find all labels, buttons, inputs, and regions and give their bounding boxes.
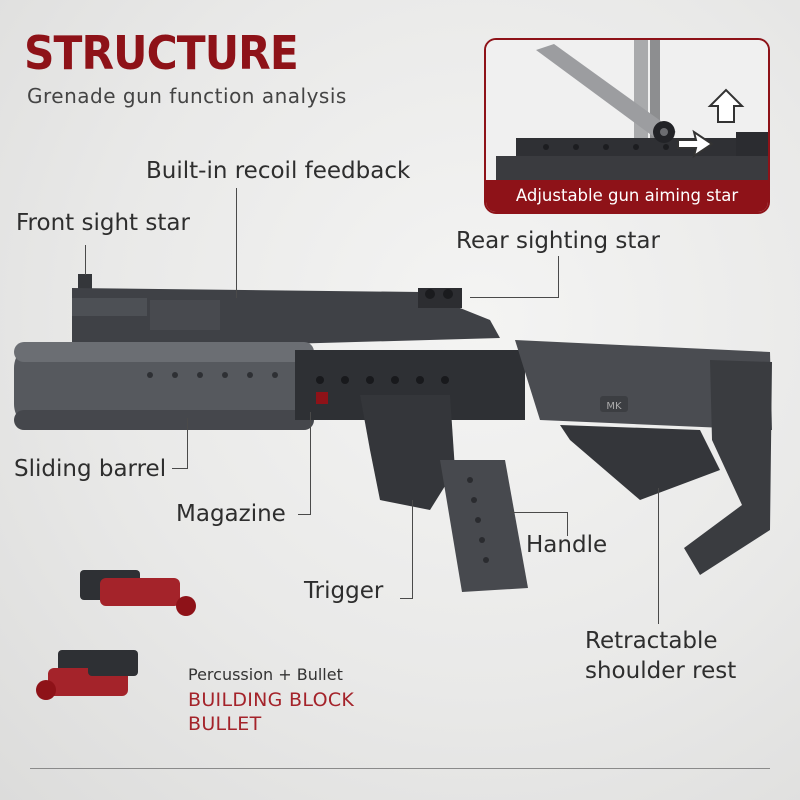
bullet-title: BUILDING BLOCK BULLET [188,688,354,736]
bullet-part-bottom [36,650,138,700]
shoulder-rest [684,360,772,575]
label-handle: Handle [526,532,608,558]
bullet-title-line2: BULLET [188,713,262,735]
bottom-divider [30,768,770,769]
page-subtitle: Grenade gun function analysis [27,84,347,108]
label-sliding-barrel: Sliding barrel [14,456,167,482]
rear-sight [418,288,462,308]
sliding-barrel [14,342,314,430]
left-arrow-icon [677,129,714,159]
stock-badge: MK [606,401,622,412]
label-recoil-feedback: Built-in recoil feedback [146,158,411,184]
label-trigger: Trigger [304,578,384,604]
label-magazine: Magazine [176,501,286,527]
aiming-star-inset: Adjustable gun aiming star [484,38,770,214]
bullet-subtitle: Percussion + Bullet [188,665,343,684]
magazine [440,460,528,592]
label-front-sight: Front sight star [16,210,190,236]
up-arrow-icon [707,88,745,123]
trigger-assembly [360,395,455,510]
red-catch [316,392,328,404]
label-rear-sight: Rear sighting star [456,228,660,254]
bullet-title-line1: BUILDING BLOCK [188,689,355,711]
bullet-part-top [80,570,196,616]
page-title: STRUCTURE [24,26,299,80]
label-shoulder-rest-1: Retractable [585,628,718,654]
inset-caption: Adjustable gun aiming star [486,180,768,212]
label-shoulder-rest-2: shoulder rest [585,658,737,684]
front-sight [78,274,92,290]
aiming-star-illustration [486,40,768,180]
stock-body [515,340,772,430]
